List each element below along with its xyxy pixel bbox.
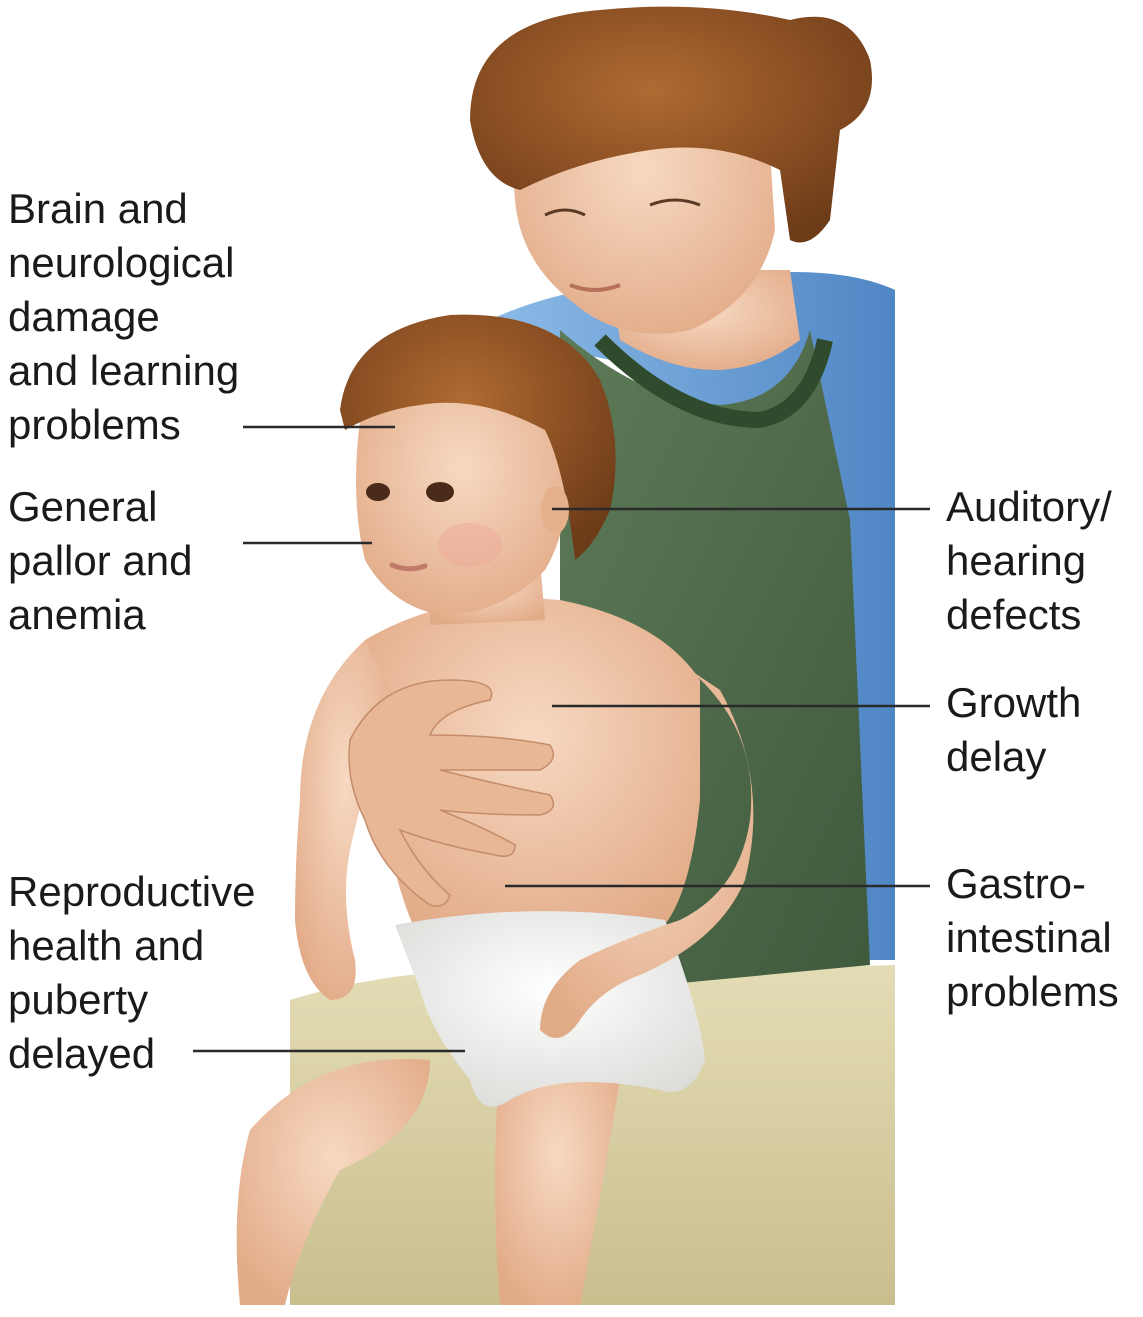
child-figure [236,314,754,1305]
child-eye-left [366,483,390,501]
label-general-pallor: General pallor and anemia [8,483,193,638]
label-reproductive-health: Reproductive health and puberty delayed [8,868,256,1077]
label-brain-neurological: Brain and neurological damage and learni… [8,185,240,448]
mother-hand [348,679,555,907]
mother-hair [470,6,872,243]
child-right-arm [540,670,754,1038]
label-auditory-hearing: Auditory/ hearing defects [946,483,1112,638]
mother-shirt-collar [594,334,833,429]
leader-lines [193,425,930,1053]
child-right-leg [495,1053,620,1305]
child-cheek [438,523,502,567]
mother-eye-right [649,198,701,207]
label-gastrointestinal: Gastro- intestinal problems [946,860,1119,1015]
child-eye-right [426,482,454,502]
mother-mouth [569,283,621,292]
child-hair [340,314,616,560]
child-face [356,370,568,615]
mother-eye-left [544,208,586,217]
child-mouth [389,562,428,572]
label-growth-delay: Growth delay [946,679,1082,780]
child-left-leg [236,1058,430,1305]
